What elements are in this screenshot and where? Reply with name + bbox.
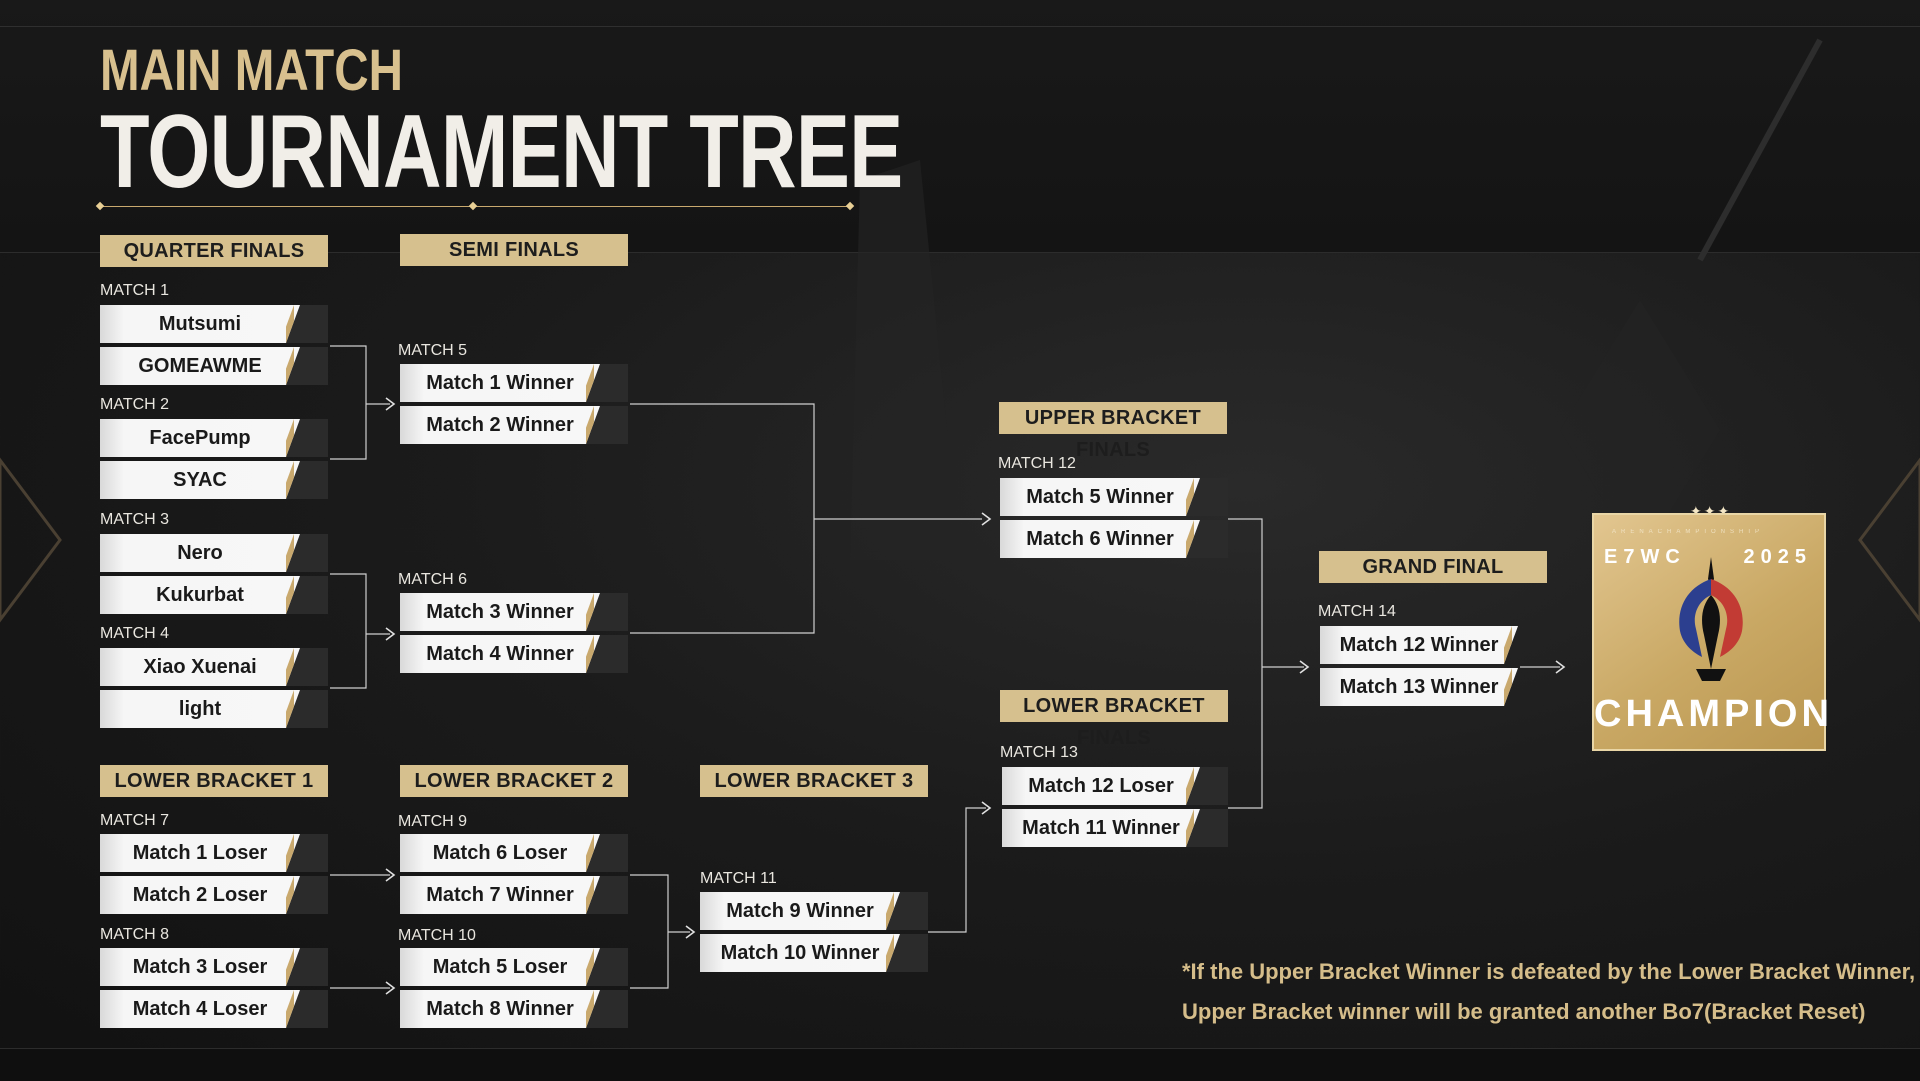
match-4-label: MATCH 4 <box>100 625 170 642</box>
match-8-slot-b: Match 4 Loser <box>100 990 328 1028</box>
match-8-label: MATCH 8 <box>100 926 170 943</box>
match-3-label: MATCH 3 <box>100 511 170 528</box>
player-name: Match 7 Winner <box>426 884 574 906</box>
match-9-label: MATCH 9 <box>398 813 468 830</box>
match-13-slot-b: Match 11 Winner <box>1002 809 1228 847</box>
player-name: Kukurbat <box>156 584 244 606</box>
match-7-slot-b: Match 2 Loser <box>100 876 328 914</box>
match-2-slot-a: FacePump <box>100 419 328 457</box>
match-11-label: MATCH 11 <box>700 870 777 887</box>
player-name: GOMEAWME <box>138 355 262 377</box>
match-2-slot-b: SYAC <box>100 461 328 499</box>
player-name: Match 1 Loser <box>132 842 268 864</box>
match-14-slot-b: Match 13 Winner <box>1320 668 1520 706</box>
match-7-label: MATCH 7 <box>100 812 170 829</box>
player-name: Match 3 Winner <box>426 601 574 623</box>
badge-year: 2025 <box>1743 546 1812 568</box>
match-5-slot-a: Match 1 Winner <box>400 364 628 402</box>
player-name: Match 6 Winner <box>1026 528 1174 550</box>
match-9-slot-a: Match 6 Loser <box>400 834 628 872</box>
match-12-label: MATCH 12 <box>998 455 1076 472</box>
bracket-reset-note: *If the Upper Bracket Winner is defeated… <box>1182 952 1915 1032</box>
player-name: Xiao Xuenai <box>143 656 257 678</box>
player-name: Match 12 Loser <box>1028 775 1174 797</box>
player-name: Match 6 Loser <box>432 842 568 864</box>
section-lower-bracket-3: LOWER BRACKET 3 <box>700 765 928 797</box>
section-lower-bracket-2: LOWER BRACKET 2 <box>400 765 628 797</box>
section-quarter-finals: QUARTER FINALS <box>100 235 328 267</box>
match-11-slot-b: Match 10 Winner <box>700 934 928 972</box>
match-10-slot-a: Match 5 Loser <box>400 948 628 986</box>
section-grand-final: GRAND FINAL <box>1319 551 1547 583</box>
footer-band <box>0 1048 1920 1081</box>
frame-line <box>0 26 1920 27</box>
player-name: FacePump <box>149 427 251 449</box>
player-name: light <box>178 698 222 720</box>
badge-event: E7WC <box>1604 546 1686 568</box>
player-name: Match 4 Winner <box>426 643 574 665</box>
match-1-label: MATCH 1 <box>100 282 170 299</box>
player-name: Match 11 Winner <box>1022 817 1180 839</box>
player-name: SYAC <box>173 469 227 491</box>
match-1-slot-a: Mutsumi <box>100 305 328 343</box>
section-upper-bracket-finals: UPPER BRACKET FINALS <box>999 402 1227 461</box>
page-title: TOURNAMENT TREE <box>100 94 903 210</box>
player-name: Nero <box>177 542 223 564</box>
match-3-slot-a: Nero <box>100 534 328 572</box>
note-line-2: Upper Bracket winner will be granted ano… <box>1182 999 1866 1024</box>
match-5-label: MATCH 5 <box>398 342 468 359</box>
match-10-label: MATCH 10 <box>398 927 476 944</box>
match-14-label: MATCH 14 <box>1318 603 1396 620</box>
match-5-slot-b: Match 2 Winner <box>400 406 628 444</box>
match-8-slot-a: Match 3 Loser <box>100 948 328 986</box>
champion-badge: ARENACHAMPIONSHIP E7WC 2025 CHAMPION <box>1592 513 1833 751</box>
header-band <box>0 0 1920 253</box>
match-9-slot-b: Match 7 Winner <box>400 876 628 914</box>
page-subtitle: MAIN MATCH <box>100 38 403 103</box>
match-4-slot-b: light <box>100 690 328 728</box>
match-10-slot-b: Match 8 Winner <box>400 990 628 1028</box>
championship-emblem-icon <box>1679 557 1743 681</box>
match-12-slot-b: Match 6 Winner <box>1000 520 1228 558</box>
player-name: Match 2 Winner <box>426 414 574 436</box>
player-name: Match 3 Loser <box>132 956 268 978</box>
match-14-slot-a: Match 12 Winner <box>1320 626 1520 664</box>
player-name: Match 5 Winner <box>1026 486 1174 508</box>
player-name: Match 13 Winner <box>1339 676 1499 698</box>
section-semi-finals: SEMI FINALS <box>400 234 628 266</box>
player-name: Match 2 Loser <box>132 884 268 906</box>
player-name: Match 1 Winner <box>426 372 574 394</box>
match-4-slot-a: Xiao Xuenai <box>100 648 328 686</box>
match-6-label: MATCH 6 <box>398 571 468 588</box>
match-3-slot-b: Kukurbat <box>100 576 328 614</box>
note-line-1: *If the Upper Bracket Winner is defeated… <box>1182 959 1916 984</box>
section-lower-bracket-finals: LOWER BRACKET FINALS <box>1000 690 1228 749</box>
match-11-slot-a: Match 9 Winner <box>700 892 928 930</box>
match-13-label: MATCH 13 <box>1000 744 1078 761</box>
match-6-slot-b: Match 4 Winner <box>400 635 628 673</box>
badge-champion-word: CHAMPION <box>1594 693 1833 735</box>
player-name: Mutsumi <box>158 313 242 335</box>
match-1-slot-b: GOMEAWME <box>100 347 328 385</box>
player-name: Match 5 Loser <box>432 956 568 978</box>
match-6-slot-a: Match 3 Winner <box>400 593 628 631</box>
match-13-slot-a: Match 12 Loser <box>1002 767 1228 805</box>
player-name: Match 10 Winner <box>720 942 880 964</box>
player-name: Match 9 Winner <box>726 900 874 922</box>
player-name: Match 12 Winner <box>1339 634 1499 656</box>
badge-arena-line: ARENACHAMPIONSHIP <box>1612 529 1765 535</box>
match-2-label: MATCH 2 <box>100 396 170 413</box>
player-name: Match 4 Loser <box>132 998 268 1020</box>
match-12-slot-a: Match 5 Winner <box>1000 478 1228 516</box>
section-lower-bracket-1: LOWER BRACKET 1 <box>100 765 328 797</box>
player-name: Match 8 Winner <box>426 998 574 1020</box>
match-7-slot-a: Match 1 Loser <box>100 834 328 872</box>
